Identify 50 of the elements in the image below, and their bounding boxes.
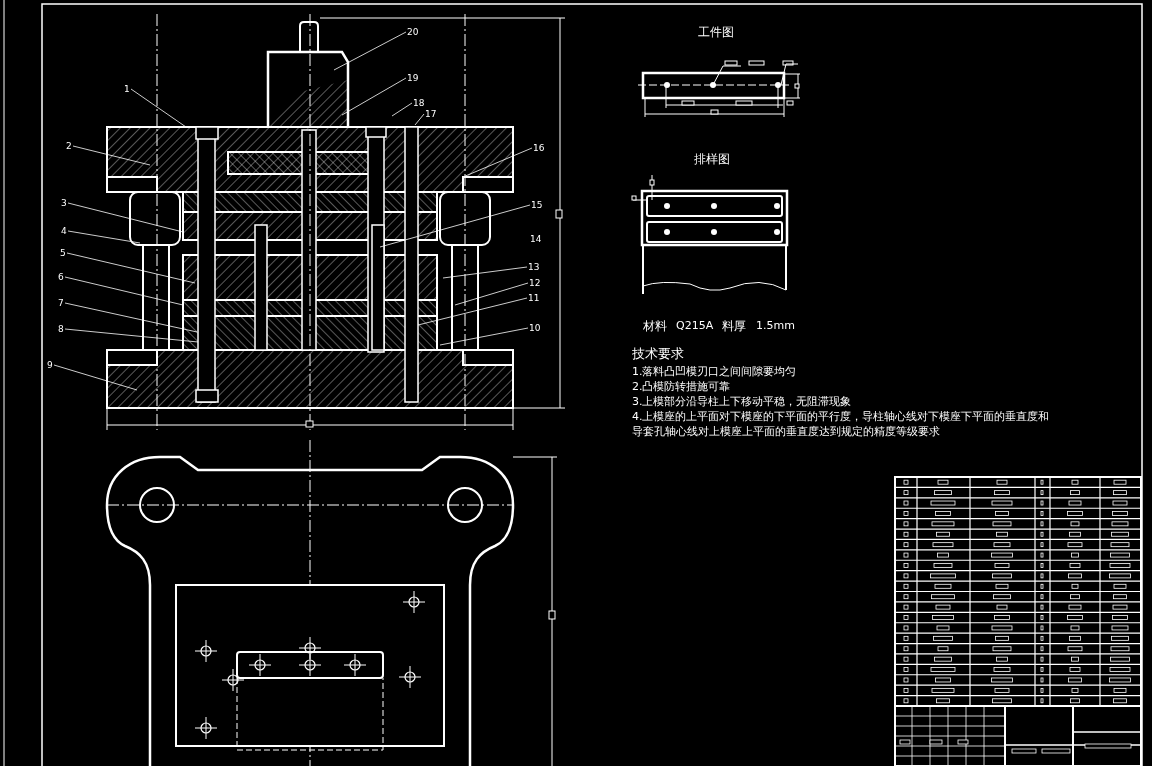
leader-line (442, 266, 528, 279)
callout-number: 20 (407, 27, 419, 37)
leader-line (379, 204, 531, 248)
leader-line (67, 202, 184, 233)
callout-number: 6 (58, 272, 64, 282)
callout-number: 2 (66, 141, 72, 151)
callout-number: 15 (531, 200, 543, 210)
callout-number: 8 (58, 324, 64, 334)
leader-line (414, 113, 425, 126)
view-title: 排样图 (694, 152, 730, 168)
leader-line (67, 230, 141, 244)
leader-line (64, 276, 184, 306)
material-label: 材料 (643, 319, 667, 335)
leader-line (333, 31, 407, 71)
callout-number: 14 (530, 233, 542, 246)
callout-number: 11 (528, 293, 540, 303)
note-text: 4.上模座的上平面对下模座的下平面的平行度，导柱轴心线对下模座下平面的垂直度和导套孔轴心线对上模座上平面的垂直度达到规定的精度等级要求 (632, 410, 1051, 439)
leader-line (72, 145, 151, 166)
note-text: 3.上模部分沿导柱上下移动平稳，无阻滞现象 (632, 395, 852, 410)
note-heading: 技术要求 (632, 346, 684, 363)
material-grade: Q215A (676, 319, 714, 334)
callout-number: 12 (529, 278, 541, 288)
leader-line (53, 364, 138, 391)
callout-number: 19 (407, 73, 419, 83)
callout-number: 3 (61, 198, 67, 208)
callout-number: 16 (533, 143, 545, 153)
callout-number: 4 (61, 226, 67, 236)
leader-line (391, 102, 413, 117)
leader-line (130, 88, 187, 128)
callout-number: 7 (58, 298, 64, 308)
callout-number: 9 (47, 360, 53, 370)
leader-line (66, 252, 196, 284)
thickness-label: 料厚 (722, 319, 746, 335)
leader-line (341, 77, 407, 116)
thickness-value: 1.5mm (756, 319, 795, 334)
leader-line (462, 147, 533, 178)
leader-line (64, 328, 199, 343)
callout-number: 18 (413, 98, 425, 108)
note-text: 2.凸模防转措施可靠 (632, 380, 731, 395)
callout-number: 13 (528, 262, 540, 272)
callout-number: 10 (529, 323, 541, 333)
leader-line (64, 302, 198, 333)
view-title: 工件图 (698, 25, 734, 41)
callout-number: 17 (425, 109, 437, 119)
callout-number: 1 (124, 84, 130, 94)
note-text: 1.落料凸凹模刃口之间间隙要均匀 (632, 365, 797, 380)
callout-number: 5 (60, 248, 66, 258)
leader-line (439, 327, 529, 346)
leader-line (454, 282, 529, 306)
leader-line (417, 297, 528, 326)
